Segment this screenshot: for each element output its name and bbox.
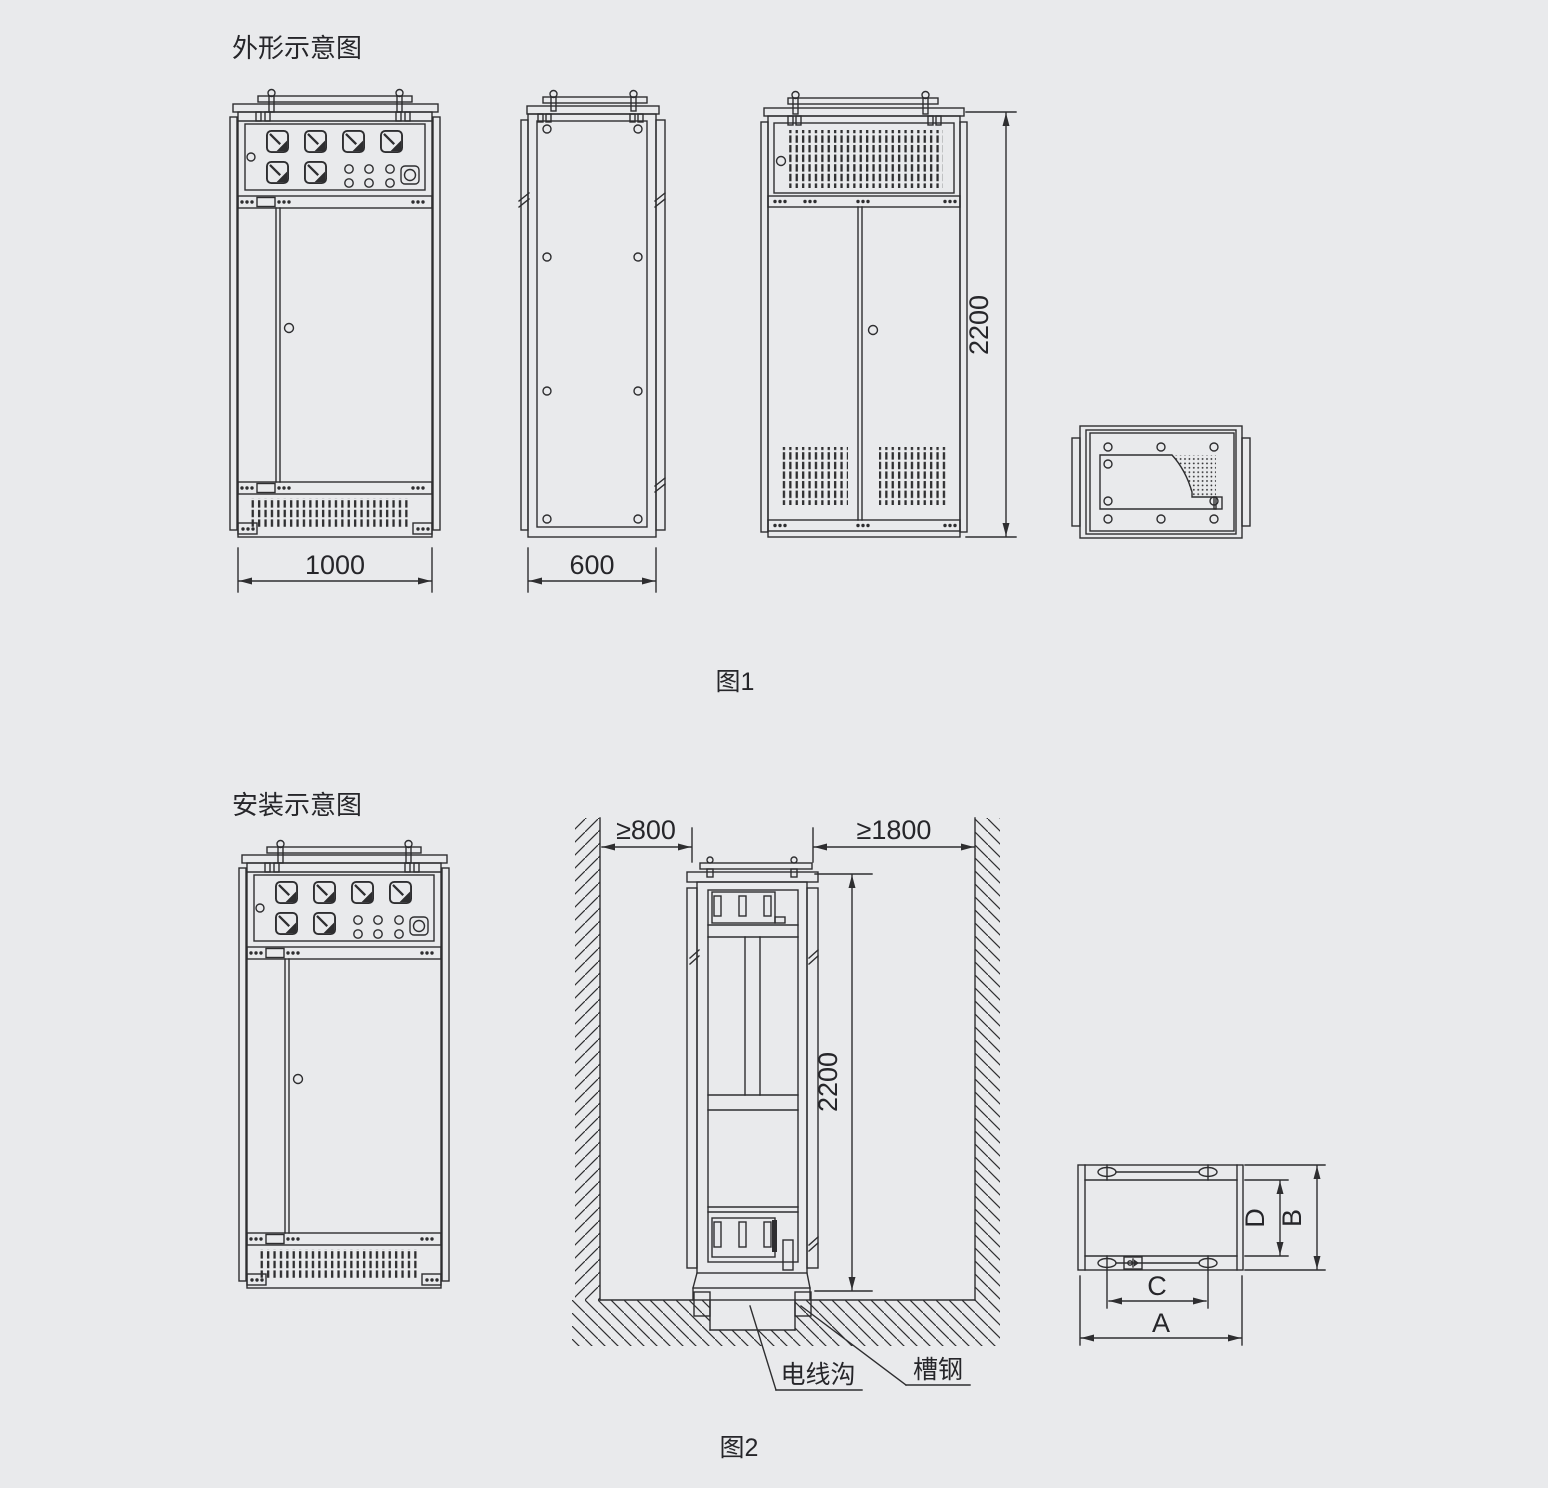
figure2-installation-diagram: 安装示意图 — [232, 790, 1326, 1462]
installation-section-view — [572, 817, 1000, 1346]
rear-vent-panel — [773, 122, 955, 194]
vent-grille — [879, 447, 947, 505]
channel-steel — [693, 1291, 711, 1317]
dim-base-width-outer: A — [1079, 1275, 1243, 1346]
cabinet-top-view — [1071, 425, 1251, 539]
dim-base-depth-outer: B — [1244, 1164, 1326, 1271]
dim-install-height-value: 2200 — [813, 1052, 843, 1112]
cabinet-base — [692, 1287, 811, 1301]
cabinet-section — [686, 856, 819, 1301]
figure1-caption: 图1 — [716, 668, 755, 696]
dim-height: 2200 — [964, 111, 1017, 538]
cabinet-front-view-installed — [239, 841, 449, 1289]
cable-trench-label: 电线沟 — [749, 1305, 863, 1391]
dim-side-depth-value: 600 — [569, 550, 614, 580]
figure1-outline-diagram: 外形示意图 1000 — [230, 33, 1251, 696]
figure2-title: 安装示意图 — [232, 790, 362, 820]
panel-lock-icon — [775, 155, 787, 167]
break-mark — [689, 949, 700, 965]
door-lock-icon — [867, 324, 879, 336]
ground-hatch — [572, 1300, 710, 1346]
dim-side-depth: 600 — [527, 547, 657, 593]
cabinet-front-view — [230, 90, 440, 538]
dim-rear-clearance-value: ≥800 — [616, 815, 676, 845]
dim-b-label: B — [1277, 1209, 1307, 1227]
dim-rear-clearance: ≥800 — [601, 815, 693, 863]
figure2-caption: 图2 — [720, 1434, 759, 1462]
mounting-base-plan: D B C — [1077, 1164, 1326, 1346]
dim-front-clearance-value: ≥1800 — [857, 815, 932, 845]
channel-steel-text: 槽钢 — [913, 1356, 963, 1384]
dim-install-height: 2200 — [813, 873, 873, 1292]
top-busbar-compartment — [711, 891, 776, 924]
break-mark — [518, 192, 530, 208]
ground-hatch — [795, 1300, 1000, 1346]
break-mark — [808, 949, 819, 965]
side-panel — [536, 120, 648, 528]
break-mark — [654, 477, 666, 493]
left-wall-hatch — [575, 818, 600, 1300]
dim-base-depth-inner: D — [1240, 1179, 1289, 1257]
upper-rail — [767, 195, 961, 208]
dim-a-label: A — [1152, 1308, 1170, 1338]
dim-height-value: 2200 — [964, 295, 994, 355]
rail-bolts — [773, 523, 957, 528]
cabinet-rear-view — [760, 90, 968, 538]
channel-steel-label: 槽钢 — [800, 1305, 971, 1386]
dim-front-width: 1000 — [237, 547, 433, 593]
break-mark — [654, 192, 666, 208]
dim-c-label: C — [1147, 1271, 1167, 1301]
right-wall-hatch — [975, 818, 1000, 1300]
channel-steel — [794, 1291, 812, 1317]
cabinet-side-view — [518, 89, 666, 538]
cable-trench-text: 电线沟 — [780, 1361, 855, 1389]
hatched-area — [1172, 455, 1216, 497]
break-mark — [808, 1236, 819, 1252]
vent-grille — [786, 130, 943, 188]
ground-hatch — [710, 1330, 795, 1346]
dim-front-clearance: ≥1800 — [812, 815, 975, 863]
lower-rail — [767, 519, 961, 532]
figure1-title: 外形示意图 — [232, 33, 362, 63]
dim-d-label: D — [1240, 1208, 1270, 1228]
rail-bolts — [773, 199, 957, 204]
dim-base-width-inner: C — [1106, 1269, 1209, 1309]
ground-terminal — [1123, 1256, 1143, 1270]
dim-front-width-value: 1000 — [305, 550, 365, 580]
vent-grille — [781, 447, 848, 505]
